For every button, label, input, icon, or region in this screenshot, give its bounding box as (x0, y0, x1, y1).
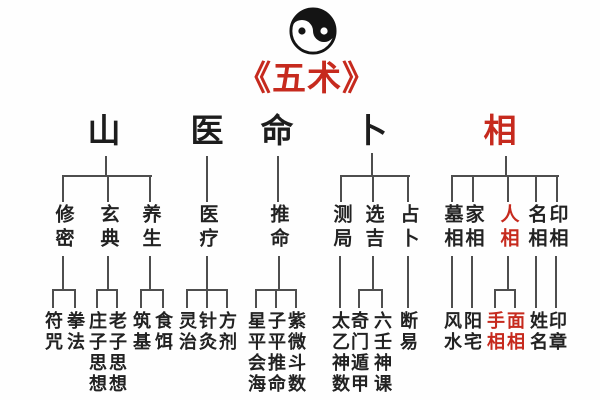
leaf-mian-xiang: 面相 (505, 311, 525, 353)
connector-line (62, 176, 64, 202)
connector-line (471, 256, 473, 308)
connector-line (472, 176, 474, 202)
connector-line (107, 176, 109, 202)
connector-line (535, 176, 537, 202)
connector-line (505, 156, 507, 176)
connector-line (278, 256, 280, 290)
leaf-fang-ji: 方剂 (217, 311, 237, 353)
connector-line (407, 256, 409, 308)
leaf-shi-er: 食饵 (153, 311, 173, 353)
connector-line (226, 290, 228, 308)
connector-line (107, 256, 109, 290)
connector-line (62, 256, 64, 290)
connector-line (555, 256, 557, 308)
connector-line (140, 289, 164, 291)
connector-line (96, 290, 98, 308)
connector-line (494, 289, 516, 291)
connector-line (358, 289, 383, 291)
connector-line (275, 290, 277, 308)
node-xuan-ji: 选吉 (362, 204, 384, 252)
art-destiny: 命 (260, 112, 294, 149)
leaf-xing-ping-hui-hai: 星平会海 (246, 311, 266, 395)
connector-line (96, 289, 118, 291)
leaf-liu-ren-shen-ke: 六壬神课 (372, 311, 392, 395)
connector-line (255, 290, 257, 308)
leaf-fu-zhou: 符咒 (43, 311, 63, 353)
leaf-zhu-ji: 筑基 (131, 311, 151, 353)
yinyang-icon (289, 7, 337, 55)
leaf-zi-ping-tui-ming: 子平推命 (266, 311, 286, 395)
node-jia-xiang: 家相 (462, 204, 484, 252)
node-xiu-mi: 修密 (52, 204, 74, 252)
leaf-ling-zhi: 灵治 (177, 311, 197, 353)
connector-line (451, 256, 453, 308)
connector-line (52, 289, 76, 291)
connector-line (358, 290, 360, 308)
node-mu-xiang: 墓相 (441, 204, 463, 252)
leaf-zhen-jiu: 针灸 (197, 311, 217, 353)
connector-line (74, 290, 76, 308)
connector-line (451, 176, 453, 202)
art-divination: 卜 (354, 112, 388, 149)
connector-line (340, 176, 342, 202)
connector-line (372, 176, 374, 202)
connector-line (277, 156, 279, 202)
connector-line (507, 256, 509, 290)
connector-line (116, 290, 118, 308)
leaf-duan-yi: 断易 (398, 311, 418, 353)
connector-line (149, 176, 151, 202)
connector-line (206, 156, 208, 202)
leaf-feng-shui: 风水 (442, 311, 462, 353)
connector-line (507, 176, 509, 202)
connector-line (535, 256, 537, 308)
connector-line (206, 256, 208, 290)
connector-line (381, 290, 383, 308)
connector-line (162, 290, 164, 308)
node-ce-ju: 测局 (330, 204, 352, 252)
connector-line (105, 156, 107, 176)
node-tui-ming: 推命 (267, 204, 289, 252)
leaf-qi-men-dun-jia: 奇门遁甲 (349, 311, 369, 395)
connector-line (371, 153, 373, 176)
connector-line (407, 176, 409, 202)
leaf-xing-ming: 姓名 (528, 311, 548, 353)
node-yang-sheng: 养生 (139, 204, 161, 252)
leaf-zi-wei-dou-shu: 紫微斗数 (286, 311, 306, 395)
connector-line (52, 290, 54, 308)
art-medicine: 医 (190, 112, 224, 149)
leaf-yang-zhai: 阳宅 (462, 311, 482, 353)
connector-line (140, 290, 142, 308)
connector-line (206, 290, 208, 308)
node-ming-xiang: 名相 (525, 204, 547, 252)
node-yi-liao: 医疗 (196, 204, 218, 252)
connector-line (372, 256, 374, 290)
connector-line (339, 256, 341, 308)
leaf-tai-yi-shen-shu: 太乙神数 (330, 311, 350, 395)
diagram-title: 《五术》 (237, 60, 377, 98)
art-physiognomy: 相 (483, 112, 517, 149)
leaf-quan-fa: 拳法 (65, 311, 85, 353)
art-mountain: 山 (87, 112, 121, 149)
node-xuan-dian: 玄典 (97, 204, 119, 252)
node-yin-xiang: 印相 (546, 204, 568, 252)
connector-line (451, 175, 559, 177)
connector-line (514, 290, 516, 308)
node-zhan-bu: 占卜 (397, 204, 419, 252)
connector-line (186, 290, 188, 308)
leaf-yin-zhang: 印章 (547, 311, 567, 353)
connector-line (494, 290, 496, 308)
leaf-shou-xiang: 手相 (485, 311, 505, 353)
connector-line (556, 176, 558, 202)
connector-line (340, 175, 410, 177)
node-ren-xiang: 人相 (497, 204, 519, 252)
leaf-zhuangzi-thought: 庄子思想 (87, 311, 107, 395)
connector-line (295, 290, 297, 308)
connector-line (149, 256, 151, 290)
leaf-laozi-thought: 老子思想 (107, 311, 127, 395)
